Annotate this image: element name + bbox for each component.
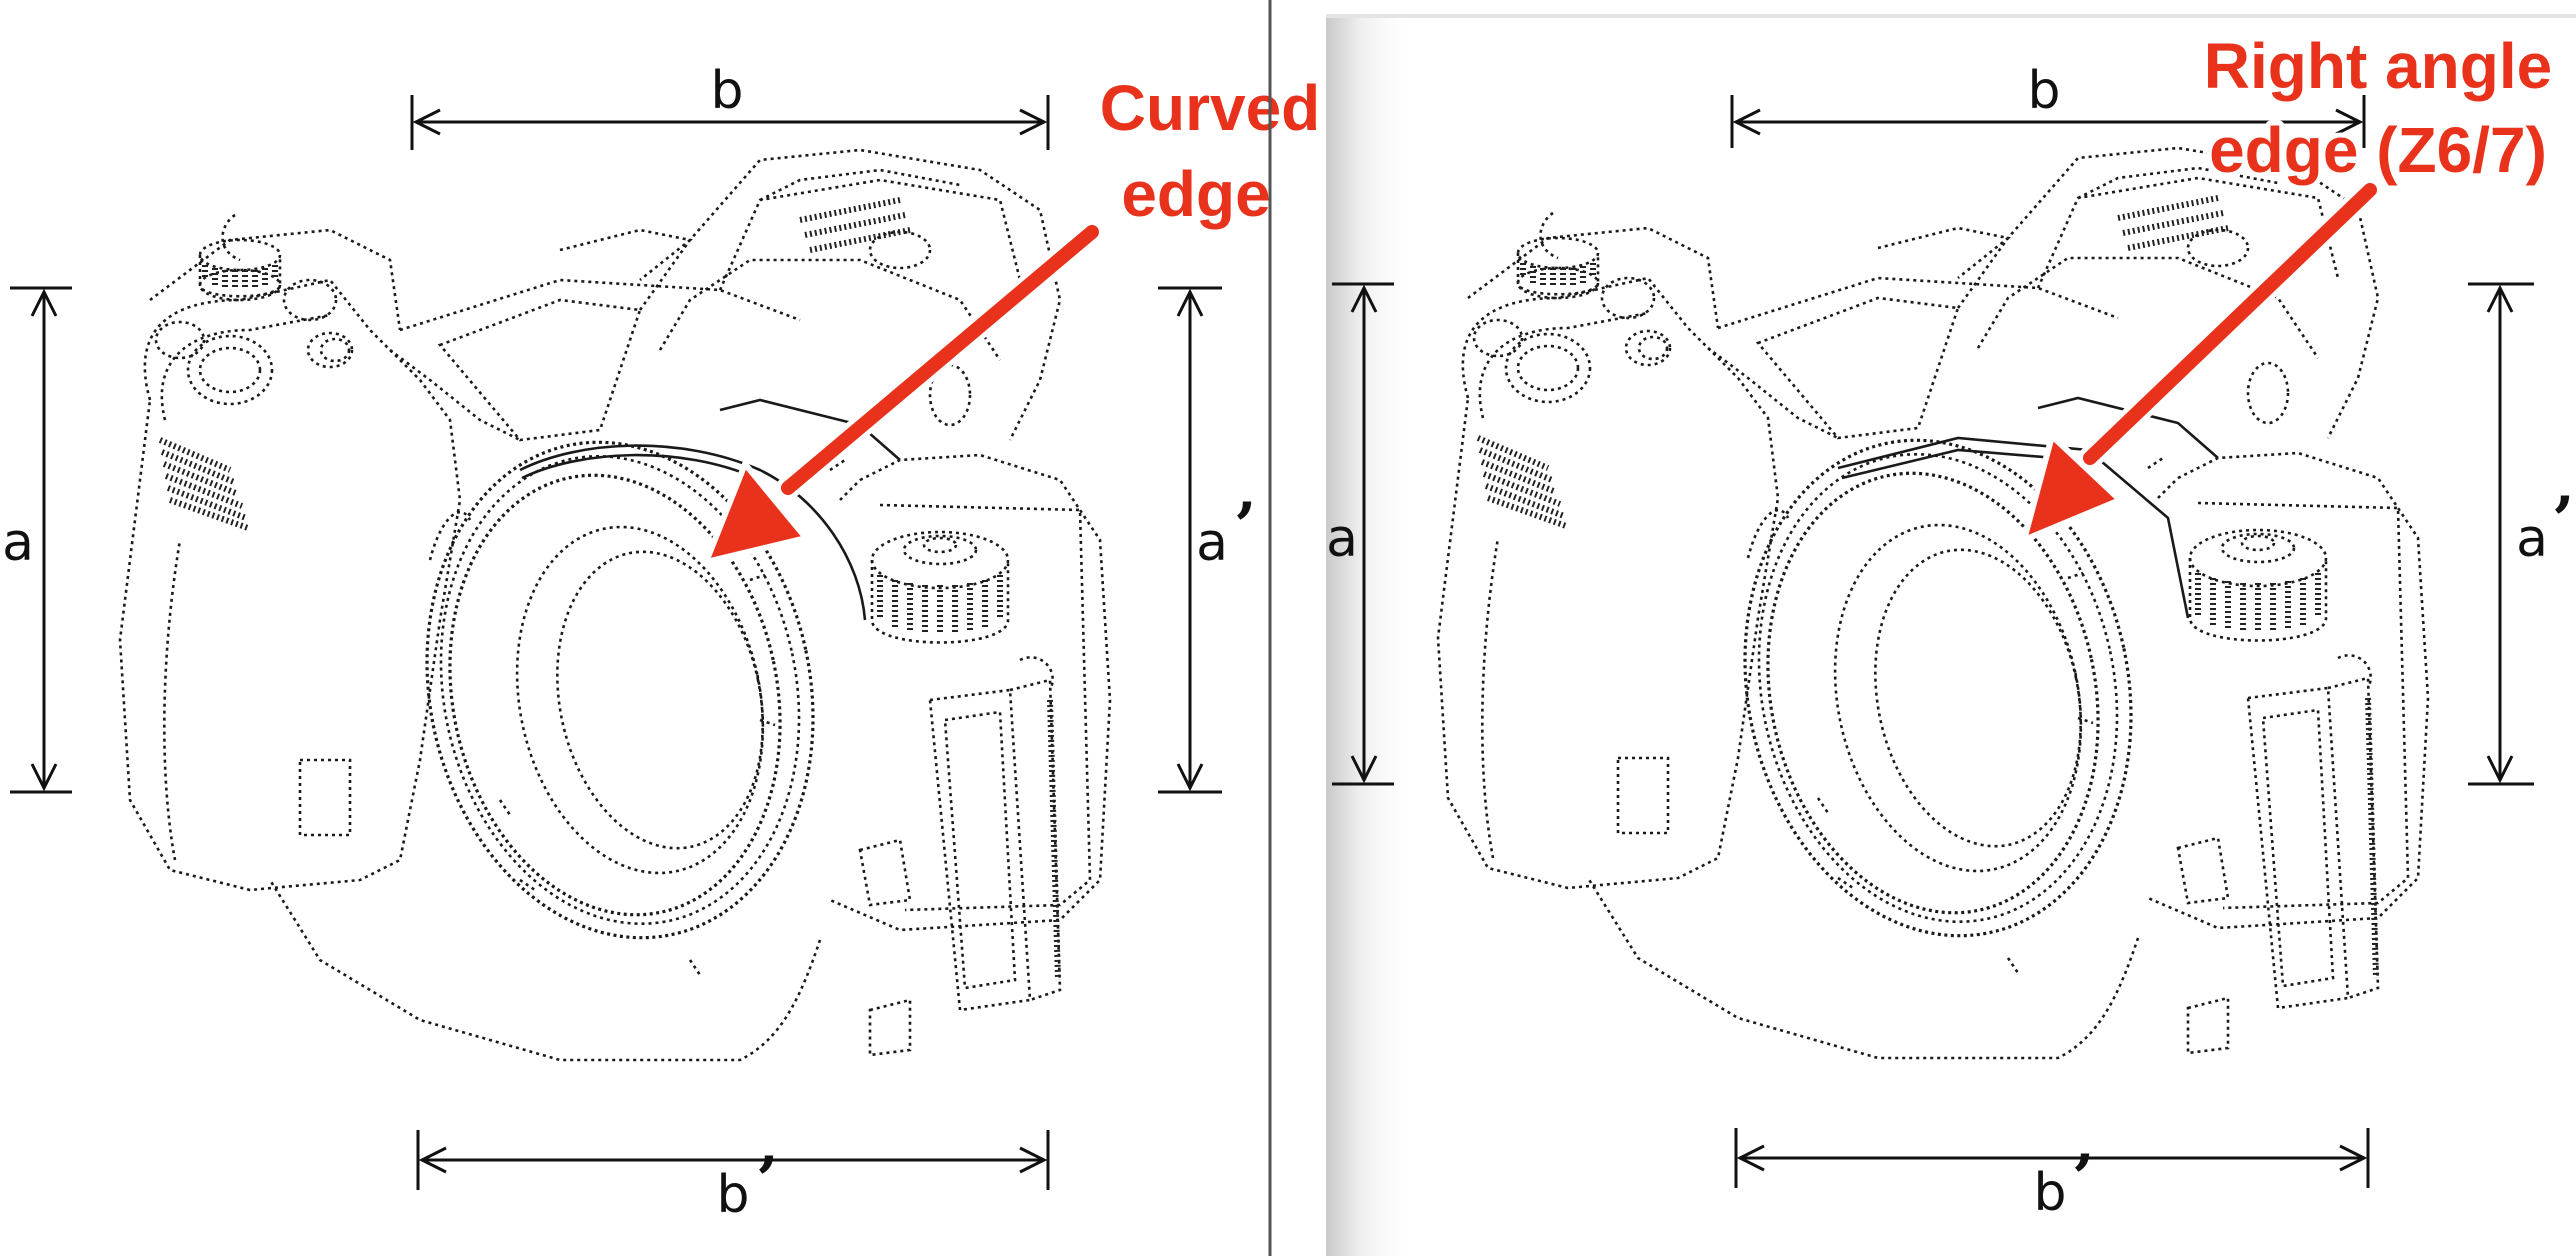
left-red-callout-arrow: [703, 220, 1104, 565]
left-curved-mount-edge: [519, 444, 867, 621]
left-dim-b-bottom-prime: ’: [756, 1143, 778, 1218]
left-callout-line1: Curved: [1100, 72, 1321, 144]
left-dim-b-top: b: [410, 61, 1050, 150]
right-dim-a-left-label: a: [1326, 509, 1358, 569]
right-panel: b b ’ a a ’: [1326, 14, 2576, 1256]
right-dim-a-right-prime: ’: [2552, 483, 2574, 558]
right-dim-b-bottom: b ’: [1734, 1128, 2370, 1223]
left-dim-b-bottom-label: b: [716, 1165, 749, 1225]
left-dim-a-right: a ’: [1158, 286, 1256, 794]
right-dim-b-top-label: b: [2027, 61, 2060, 121]
right-dim-b-bottom-prime: ’: [2072, 1141, 2094, 1216]
left-dim-a-right-prime: ’: [1234, 489, 1256, 564]
left-camera-drawing: [120, 150, 1110, 1060]
left-dim-a-left-label: a: [2, 513, 34, 573]
right-dim-b-bottom-label: b: [2033, 1163, 2066, 1223]
left-panel: b b ’ a a ’: [2, 61, 1325, 1225]
right-callout-line1: Right angle: [2204, 30, 2552, 102]
right-dim-a-right-label: a: [2516, 509, 2548, 569]
right-red-callout-arrow: [2021, 178, 2382, 543]
left-dim-b-bottom: b ’: [416, 1130, 1050, 1225]
left-dim-b-top-label: b: [710, 61, 743, 121]
left-dim-a-left: a: [2, 286, 72, 794]
right-callout-line2: edge (Z6/7): [2209, 114, 2547, 186]
right-dim-a-left: a: [1326, 282, 1394, 786]
page-spine-shadow: [1326, 14, 1416, 1256]
right-dim-a-right: a ’: [2468, 282, 2574, 786]
left-dim-a-right-label: a: [1196, 513, 1228, 573]
left-callout-line2: edge: [1121, 158, 1270, 230]
right-dim-b-top: b: [1730, 61, 2366, 148]
